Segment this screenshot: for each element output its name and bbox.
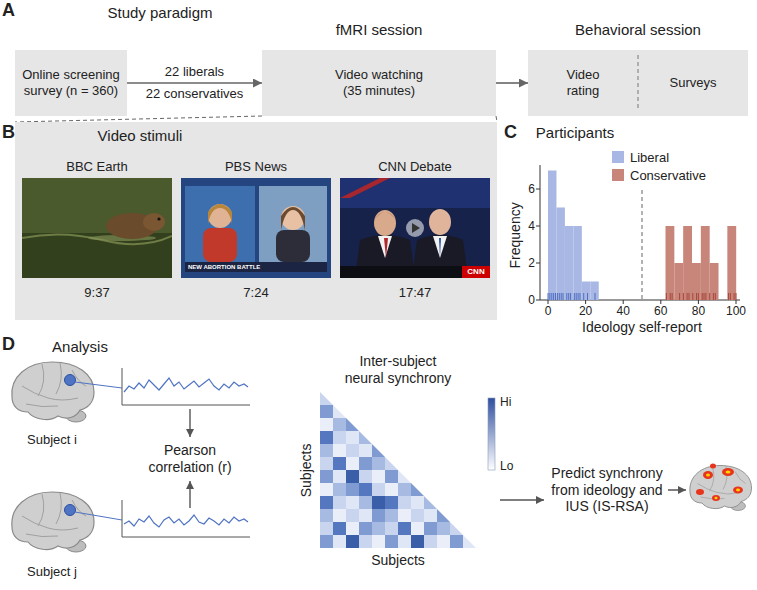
axis-tick: 0 <box>545 304 552 318</box>
axis-tick: 6 <box>528 182 535 196</box>
node-text: 17:47 <box>340 285 490 301</box>
panel-letter: A <box>2 0 15 22</box>
flow-arrow <box>496 82 528 84</box>
video-item: BBC Earth 9:37 <box>22 158 172 304</box>
node-text: 7:24 <box>181 285 331 301</box>
colorbar-label: Lo <box>500 459 513 473</box>
node-heading: Behavioral session <box>528 21 748 39</box>
method-note: Pearson correlation (r) <box>140 442 240 476</box>
node-text: Online screening survey (n = 360) <box>19 67 123 98</box>
legend-swatch <box>612 151 624 163</box>
colorbar-label: Hi <box>500 395 511 409</box>
edge-label: 22 liberals <box>165 64 224 80</box>
node-text: 9:37 <box>22 285 172 301</box>
banner-text: NEW ABORTION BATTLE <box>188 264 260 271</box>
panel-letter: D <box>2 334 15 356</box>
axis-tick: 0 <box>528 293 535 307</box>
process-box: fMRI sessionVideo watching (35 minutes) <box>262 50 496 116</box>
node-heading: fMRI session <box>262 21 496 39</box>
node-text: Surveys <box>658 75 728 91</box>
stimuli-panel: Video stimuli BBC Earth 9:37 PBS News 7:24 <box>15 122 497 320</box>
panel-letter: C <box>504 122 517 144</box>
axis-tick: 2 <box>528 256 535 270</box>
node-text: Video stimuli <box>75 127 205 145</box>
axis-tick: 20 <box>579 304 592 318</box>
axis-title: Subjects <box>299 443 316 497</box>
process-box: Online screening survey (n = 360) <box>15 50 127 116</box>
panel-title: Study paradigm <box>107 4 212 22</box>
node-text: CNN Debate <box>340 159 490 175</box>
legend-item: Liberal <box>612 148 706 166</box>
subject-name: Subject i <box>27 432 77 448</box>
axis-tick: 80 <box>692 304 705 318</box>
video-item: CNN Debate 17:47 <box>340 158 490 304</box>
axis-tick: 4 <box>528 219 535 233</box>
edge-note: 22 conservatives <box>146 86 244 102</box>
matrix-title: Inter-subject neural synchrony <box>339 353 457 387</box>
panel-title: Analysis <box>52 338 108 356</box>
video-still <box>181 178 331 278</box>
legend-text: Conservative <box>630 168 706 183</box>
node-text: PBS News <box>181 159 331 175</box>
axis-tick: 100 <box>726 304 746 318</box>
analysis-illustration <box>12 362 752 552</box>
legend-item: Conservative <box>612 166 706 184</box>
node-text: BBC Earth <box>22 159 172 175</box>
video-still <box>340 178 490 278</box>
flow-arrow <box>127 82 262 84</box>
legend: LiberalConservative <box>612 148 706 184</box>
axis-title: Frequency <box>507 202 524 268</box>
logo-text: CNN <box>467 268 484 277</box>
panel-letter: B <box>2 122 15 144</box>
histogram <box>536 165 740 304</box>
node-text: Video rating <box>553 67 613 98</box>
axis-title: Subjects <box>371 552 425 569</box>
node-text: Video watching (35 minutes) <box>329 67 429 98</box>
video-item: PBS News 7:24 <box>181 158 331 304</box>
axis-tick: 40 <box>617 304 630 318</box>
method-note: Predict synchrony from ideology and IUS … <box>548 465 666 515</box>
axis-title: Ideology self-report <box>582 319 702 336</box>
process-box: Behavioral sessionVideo ratingSurveys <box>528 50 748 116</box>
subject-name: Subject j <box>27 564 77 580</box>
video-still <box>22 178 172 278</box>
legend-text: Liberal <box>630 150 669 165</box>
axis-tick: 60 <box>654 304 667 318</box>
legend-swatch <box>612 169 624 181</box>
panel-title: Participants <box>536 124 614 142</box>
